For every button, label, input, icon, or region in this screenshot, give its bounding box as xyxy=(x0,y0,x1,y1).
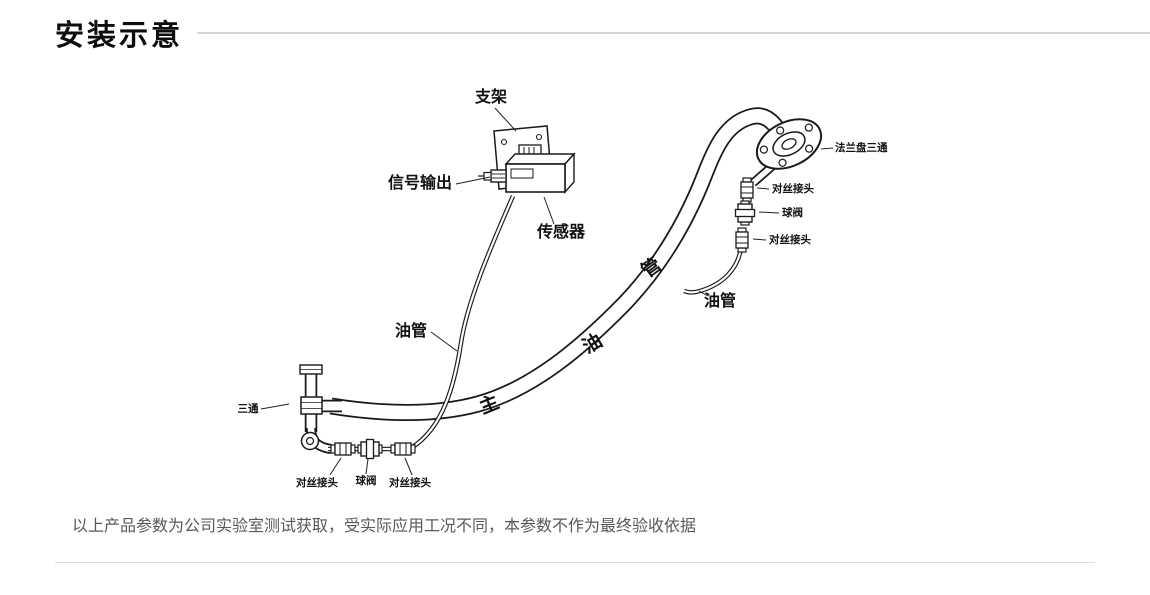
page-title: 安装示意 xyxy=(55,20,184,52)
bolt-hole xyxy=(759,145,768,154)
label-flange-tee: 法兰盘三通 xyxy=(835,141,888,154)
bracket-hole xyxy=(535,133,543,141)
sensor-body xyxy=(478,144,576,194)
disclaimer-text: 以上产品参数为公司实验室测试获取，受实际应用工况不同，本参数不作为最终验收依据 xyxy=(72,518,697,535)
label-nipple-right-lower: 对丝接头 xyxy=(769,233,811,246)
label-bracket: 支架 xyxy=(474,87,507,106)
main-oil-pipe xyxy=(329,107,787,422)
label-ball-valve-right: 球阀 xyxy=(782,206,803,219)
label-oil-pipe-right: 油管 xyxy=(704,291,736,310)
leader-line xyxy=(404,457,413,476)
bolt-hole xyxy=(778,158,787,167)
leader-line xyxy=(260,403,290,410)
signal-connector xyxy=(490,169,507,183)
label-signal-output: 信号输出 xyxy=(388,173,452,192)
leader-line xyxy=(455,176,491,185)
leader-line xyxy=(329,457,342,476)
label-nipple-bottom-left: 对丝接头 xyxy=(296,476,338,489)
leader-line xyxy=(756,187,770,190)
nipple-fitting xyxy=(330,442,356,456)
label-nipple-bottom-right: 对丝接头 xyxy=(389,476,431,489)
label-nipple-right-upper: 对丝接头 xyxy=(772,182,814,195)
bottom-fittings xyxy=(330,438,416,460)
bolt-hole xyxy=(804,144,814,153)
leader-lines xyxy=(260,107,834,476)
diagram-labels: 支架 信号输出 传感器 法兰盘三通 对丝接头 球阀 对丝接头 油管 油管 三通 … xyxy=(238,87,888,489)
bracket-hole xyxy=(500,138,508,146)
label-ball-valve-bottom: 球阀 xyxy=(356,474,377,487)
leader-line xyxy=(430,331,458,352)
flange-tee xyxy=(750,118,823,187)
nipple-fitting xyxy=(735,227,749,253)
label-tee: 三通 xyxy=(238,403,259,415)
leader-line xyxy=(820,147,834,150)
bottom-divider xyxy=(55,562,1095,563)
leader-line xyxy=(698,290,709,297)
leader-line xyxy=(494,107,517,132)
leader-line xyxy=(758,211,780,214)
leader-line xyxy=(365,458,369,475)
section-header: 安装示意 xyxy=(55,12,1150,54)
bolt-hole xyxy=(776,126,785,135)
label-oil-pipe-left: 油管 xyxy=(395,321,427,340)
title-divider xyxy=(197,32,1150,34)
ball-valve xyxy=(734,200,756,226)
nipple-fitting xyxy=(390,442,416,456)
label-sensor: 传感器 xyxy=(536,222,586,241)
ball-valve xyxy=(357,438,383,460)
bolt-hole xyxy=(804,123,813,132)
leader-line xyxy=(543,196,555,225)
oil-pipes xyxy=(409,195,744,450)
nipple-fitting xyxy=(740,177,754,203)
leader-line xyxy=(752,238,767,241)
right-fittings xyxy=(734,177,756,253)
